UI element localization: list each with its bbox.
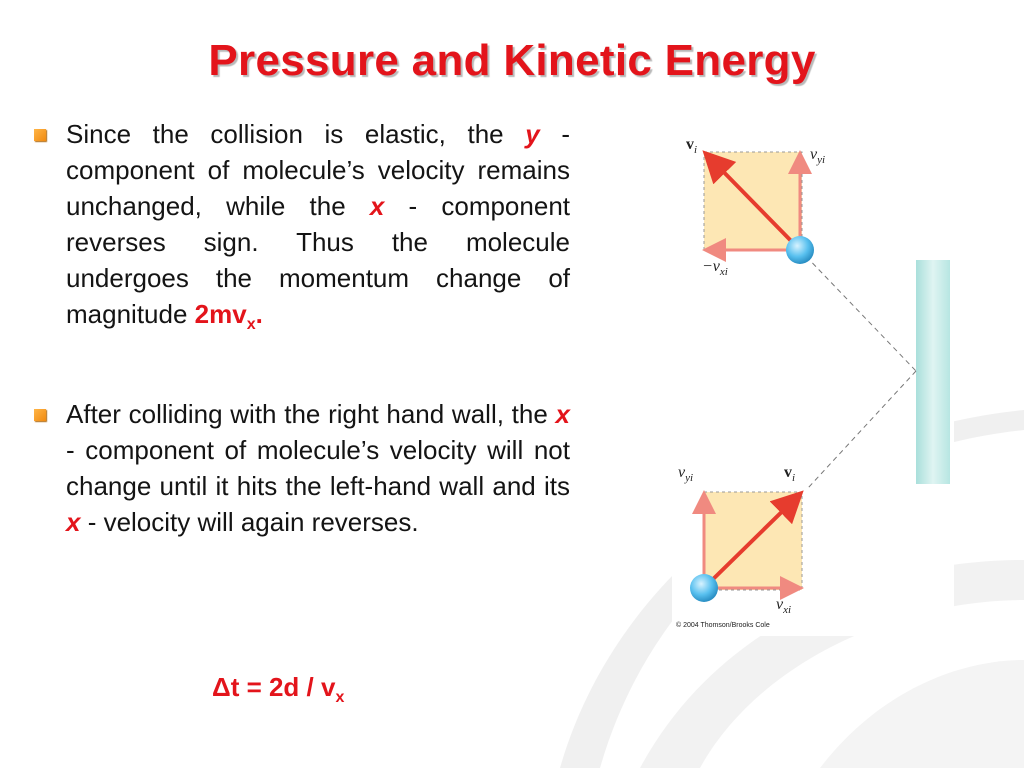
label-v-yi-bottom: vyi	[678, 464, 694, 485]
text-run: After colliding with the right hand wall…	[66, 399, 556, 429]
text-run: - component of molecule’s velocity will …	[66, 435, 570, 501]
text-run: Since the collision is elastic, the	[66, 119, 526, 149]
molecule-bottom	[690, 574, 718, 602]
label-v-i-bottom: vi	[784, 464, 796, 485]
bullet-marker-icon	[34, 409, 46, 421]
label-v-xi-bottom: vxi	[776, 596, 792, 617]
text-run: - velocity will again reverses.	[80, 507, 419, 537]
momentum-term: 2mv	[194, 299, 247, 329]
emphasis-x: x	[66, 507, 81, 537]
slide-body: Since the collision is elastic, the y - …	[30, 116, 570, 540]
slide-title: Pressure and Kinetic Energy	[208, 36, 816, 85]
molecule-top	[786, 236, 814, 264]
label-neg-v-xi: −vxi	[702, 258, 728, 279]
emphasis-x: x	[369, 191, 385, 221]
emphasis-x: x	[555, 399, 570, 429]
emphasis-y: y	[525, 119, 540, 149]
time-formula: Δt = 2d / vx	[212, 672, 345, 707]
text-run: - component reverses sign. Thus the mole…	[66, 191, 571, 329]
formula-subscript: x	[335, 689, 345, 707]
collision-diagram	[672, 126, 954, 636]
bullet-text: Since the collision is elastic, the y - …	[66, 116, 571, 334]
bullet-marker-icon	[34, 129, 46, 141]
momentum-subscript: x	[246, 316, 256, 334]
figure-credit: © 2004 Thomson/Brooks Cole	[676, 622, 770, 629]
text-run: .	[255, 299, 263, 329]
wall	[916, 260, 950, 484]
formula-main: Δt = 2d / v	[212, 672, 336, 702]
bullet-item-collision: Since the collision is elastic, the y - …	[30, 116, 571, 334]
collision-figure: vi vyi −vxi vyi vi vxi © 2004 Thomson/Br…	[672, 126, 954, 636]
label-v-i-top: vi	[686, 136, 698, 157]
text-run: - component of molecule’s velocity remai…	[66, 119, 570, 221]
bullet-text: After colliding with the right hand wall…	[66, 396, 570, 540]
label-v-yi-top: vyi	[810, 146, 826, 167]
bullet-item-wall: After colliding with the right hand wall…	[30, 396, 570, 540]
